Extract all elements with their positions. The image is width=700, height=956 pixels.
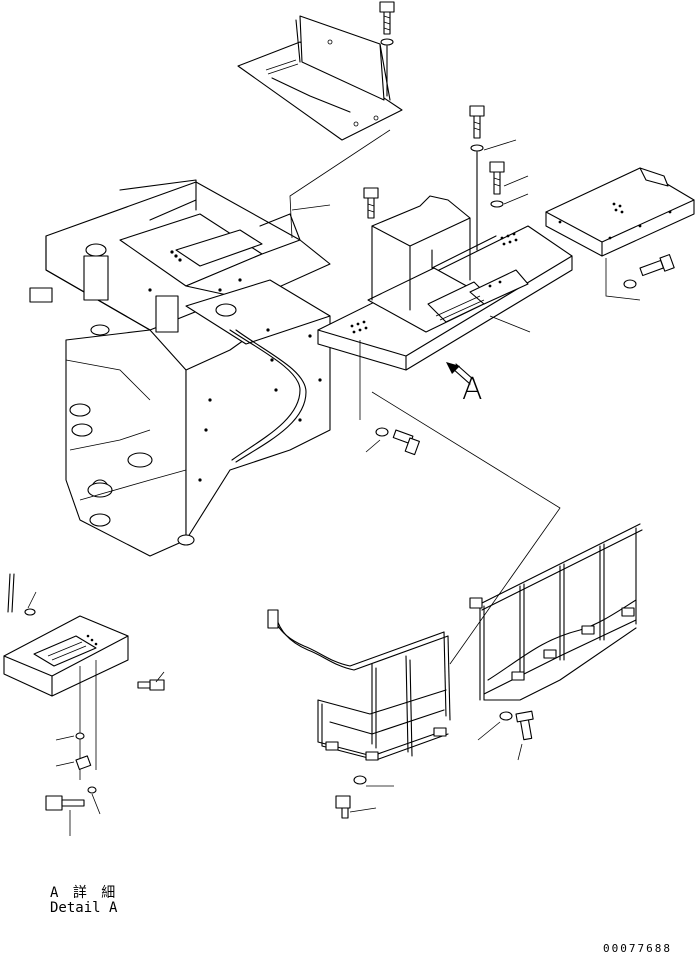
handrail-right [469, 523, 643, 701]
drawing-number: 00077688 [603, 942, 672, 955]
bolt-bracket [363, 187, 379, 219]
detail-title-japanese: A 詳 細 [50, 885, 119, 901]
bolt-right-2 [489, 161, 529, 208]
bolt-deck [365, 427, 420, 456]
floor-deck [317, 225, 573, 371]
view-arrow [446, 362, 475, 385]
bracket-plate [371, 195, 471, 311]
box-cover [545, 167, 695, 257]
bolt-handrail-right [477, 710, 534, 761]
detail-title-english: Detail A [50, 900, 118, 916]
bolt-right-1 [469, 105, 517, 251]
bolt-box-cover [605, 254, 675, 301]
leader-top-plate [289, 129, 391, 239]
main-frame [29, 179, 331, 557]
view-callout-label: A [462, 372, 483, 407]
handrail-left [267, 609, 451, 761]
bolt-top [379, 1, 395, 97]
top-cover-plate [237, 15, 403, 141]
bolt-handrail-left [335, 775, 394, 819]
detail-a [3, 573, 165, 836]
